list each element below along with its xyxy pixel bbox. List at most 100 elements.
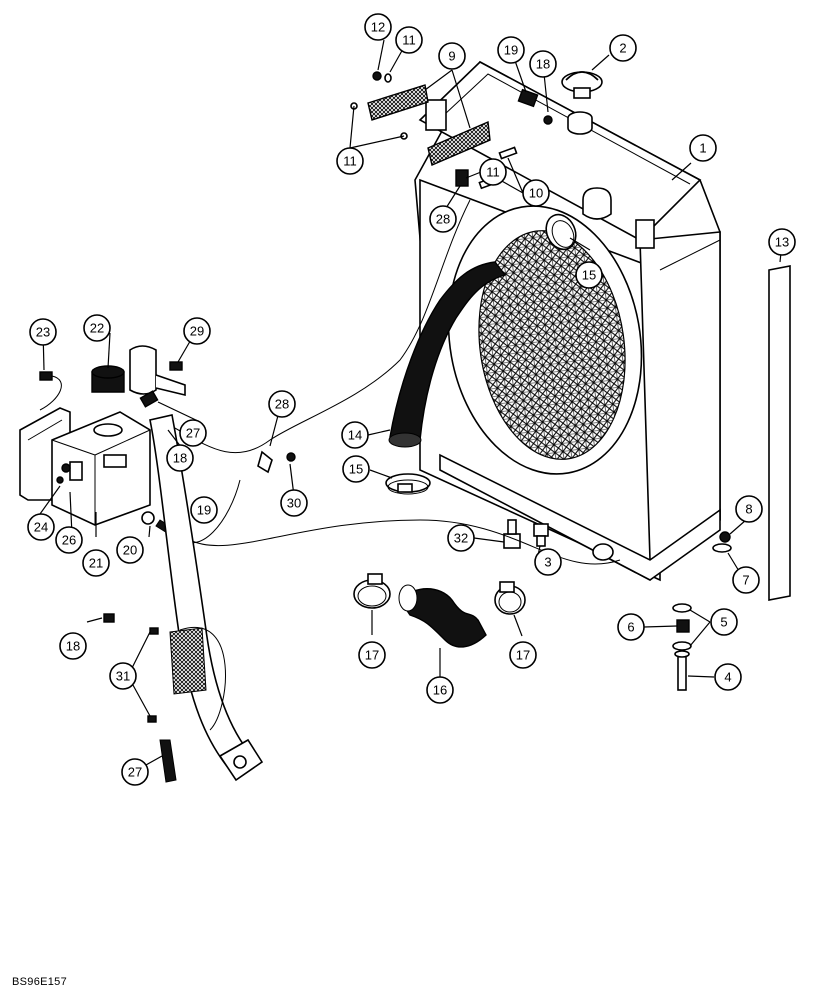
- svg-text:18: 18: [536, 57, 550, 72]
- callout-27-b: 27: [121, 758, 149, 786]
- callout-28-a: 28: [268, 390, 296, 418]
- svg-text:7: 7: [742, 573, 749, 588]
- callout-17-b: 17: [509, 641, 537, 669]
- svg-text:13: 13: [775, 235, 789, 250]
- svg-text:5: 5: [720, 615, 727, 630]
- callout-18-c: 18: [59, 632, 87, 660]
- callout-32: 32: [447, 524, 475, 552]
- svg-text:24: 24: [34, 520, 48, 535]
- svg-text:17: 17: [516, 648, 530, 663]
- svg-text:28: 28: [275, 397, 289, 412]
- svg-text:11: 11: [343, 154, 357, 169]
- callout-20: 20: [116, 536, 144, 564]
- callout-30: 30: [280, 489, 308, 517]
- callout-10: 10: [522, 179, 550, 207]
- figure-code: BS96E157: [12, 976, 67, 988]
- coolant-pipe: [149, 414, 264, 783]
- svg-text:14: 14: [348, 428, 362, 443]
- callout-6: 6: [617, 613, 645, 641]
- hose-clamp-upper: [545, 213, 577, 251]
- callout-3: 3: [534, 548, 562, 576]
- svg-text:27: 27: [128, 765, 142, 780]
- svg-text:3: 3: [544, 555, 551, 570]
- callout-18-a: 18: [529, 50, 557, 78]
- svg-text:18: 18: [66, 639, 80, 654]
- callout-11-b: 11: [336, 147, 364, 175]
- callout-23: 23: [29, 318, 57, 346]
- callout-26: 26: [55, 526, 83, 554]
- svg-text:11: 11: [486, 165, 500, 180]
- radiator-cap: [561, 71, 603, 99]
- filler-neck-tube: [129, 345, 186, 397]
- callout-8: 8: [735, 495, 763, 523]
- svg-text:16: 16: [433, 683, 447, 698]
- callout-29: 29: [183, 317, 211, 345]
- svg-text:15: 15: [582, 268, 596, 283]
- svg-text:19: 19: [504, 43, 518, 58]
- callout-19-b: 19: [190, 496, 218, 524]
- callout-7: 7: [732, 566, 760, 594]
- callout-17-a: 17: [358, 641, 386, 669]
- callout-28-b: 28: [429, 205, 457, 233]
- svg-text:29: 29: [190, 324, 204, 339]
- lower-hose: [398, 584, 487, 648]
- callout-11-c: 11: [479, 158, 507, 186]
- svg-text:30: 30: [287, 496, 301, 511]
- callout-27-a: 27: [179, 419, 207, 447]
- callout-16: 16: [426, 676, 454, 704]
- svg-text:11: 11: [402, 33, 416, 48]
- callout-15-b: 15: [575, 261, 603, 289]
- hose-clamp-17b: [494, 581, 526, 615]
- callout-31: 31: [109, 662, 137, 690]
- mount-hardware: [672, 531, 732, 691]
- svg-text:27: 27: [186, 426, 200, 441]
- callout-11-a: 11: [395, 26, 423, 54]
- svg-text:19: 19: [197, 503, 211, 518]
- reservoir-hardware: [39, 361, 183, 723]
- svg-text:31: 31: [116, 669, 130, 684]
- callout-2: 2: [609, 34, 637, 62]
- svg-text:1: 1: [699, 141, 706, 156]
- drain-elbow: [503, 519, 521, 549]
- svg-text:21: 21: [89, 556, 103, 571]
- svg-text:17: 17: [365, 648, 379, 663]
- callout-12: 12: [364, 13, 392, 41]
- hose-clip: [257, 450, 296, 474]
- drain-valve: [533, 523, 549, 547]
- svg-text:6: 6: [627, 620, 634, 635]
- callout-18-b: 18: [166, 444, 194, 472]
- svg-text:8: 8: [745, 502, 752, 517]
- svg-text:20: 20: [123, 543, 137, 558]
- callout-4: 4: [714, 663, 742, 691]
- svg-text:4: 4: [724, 670, 731, 685]
- callout-13: 13: [768, 228, 796, 256]
- callout-22: 22: [83, 314, 111, 342]
- svg-text:26: 26: [62, 533, 76, 548]
- svg-text:9: 9: [448, 49, 455, 64]
- hose-clamp-lower: [385, 473, 431, 495]
- upper-hose: [388, 261, 507, 448]
- svg-text:22: 22: [90, 321, 104, 336]
- callout-14: 14: [341, 421, 369, 449]
- svg-text:2: 2: [619, 41, 626, 56]
- callout-24: 24: [27, 513, 55, 541]
- callout-5: 5: [710, 608, 738, 636]
- screen-pads: [367, 84, 491, 166]
- callout-1: 1: [689, 134, 717, 162]
- callout-15-a: 15: [342, 455, 370, 483]
- callout-19-a: 19: [497, 36, 525, 64]
- svg-text:15: 15: [349, 462, 363, 477]
- callout-9: 9: [438, 42, 466, 70]
- svg-text:23: 23: [36, 325, 50, 340]
- svg-text:32: 32: [454, 531, 468, 546]
- svg-text:12: 12: [371, 20, 385, 35]
- svg-text:10: 10: [529, 186, 543, 201]
- seal-strip: [768, 265, 791, 601]
- svg-text:28: 28: [436, 212, 450, 227]
- callout-21: 21: [82, 549, 110, 577]
- reservoir-cap: [91, 365, 125, 437]
- svg-text:18: 18: [173, 451, 187, 466]
- hose-clamp-17a: [353, 573, 391, 609]
- coolant-reservoir: [51, 411, 151, 526]
